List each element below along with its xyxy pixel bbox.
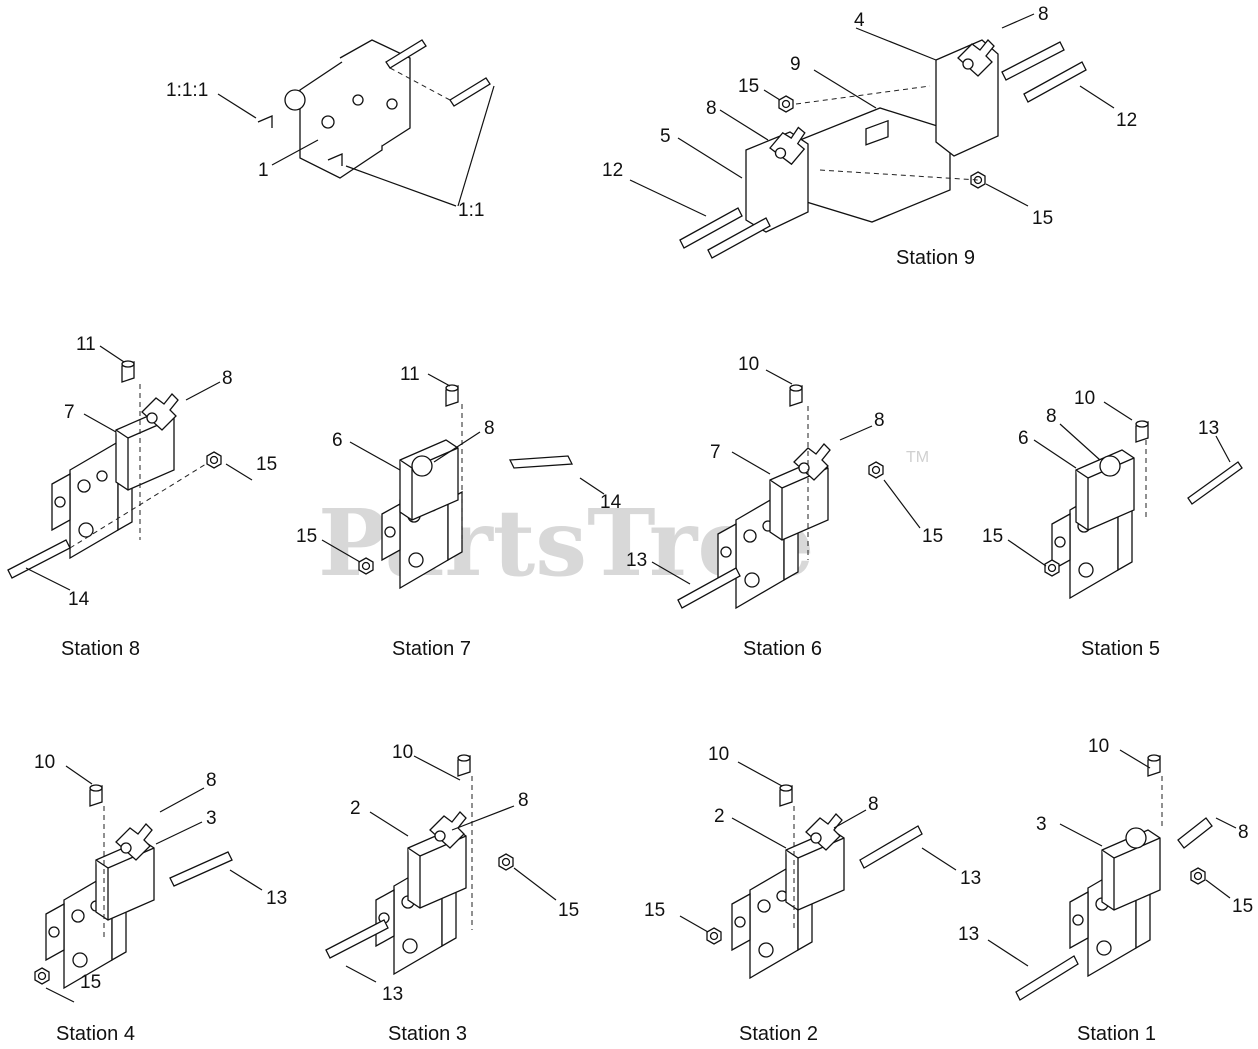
callout: 8 (484, 418, 495, 439)
callout: 15 (558, 900, 579, 921)
callout: 15 (922, 526, 943, 547)
callout: 13 (382, 984, 403, 1005)
callout: 15 (80, 972, 101, 993)
callout: 7 (64, 402, 75, 423)
callout: 8 (874, 410, 885, 431)
station-4-assembly (34, 765, 263, 1003)
station-label: Station 5 (1081, 638, 1160, 660)
callout: 15 (1032, 208, 1053, 229)
callout: 10 (1074, 388, 1095, 409)
station-label: Station 3 (388, 1023, 467, 1045)
station-label: Station 8 (61, 638, 140, 660)
callout: 8 (868, 794, 879, 815)
callout: 1:1:1 (166, 80, 208, 101)
callout: 4 (854, 10, 865, 31)
callout: 1:1 (458, 200, 484, 221)
callout: 13 (266, 888, 287, 909)
callout: 12 (602, 160, 623, 181)
callout: 10 (392, 742, 413, 763)
callout: 2 (714, 806, 725, 827)
callout: 2 (350, 798, 361, 819)
callout: 15 (982, 526, 1003, 547)
callout: 8 (222, 368, 233, 389)
callout: 13 (958, 924, 979, 945)
callout: 3 (206, 808, 217, 829)
station-6-assembly (651, 369, 921, 609)
callout: 13 (626, 550, 647, 571)
callout: 10 (738, 354, 759, 375)
callout: 11 (400, 364, 420, 385)
station-3-assembly (325, 754, 557, 983)
station-5-assembly (1007, 401, 1243, 599)
station-label: Station 9 (896, 247, 975, 269)
station-9-assembly (629, 13, 1115, 259)
callout: 14 (600, 492, 622, 513)
station-label: Station 6 (743, 638, 822, 660)
callout: 5 (660, 126, 671, 147)
callout: 8 (1046, 406, 1057, 427)
callout: 8 (518, 790, 529, 811)
callout: 13 (960, 868, 981, 889)
callout: 3 (1036, 814, 1047, 835)
callout: 15 (738, 76, 759, 97)
callout: 8 (1238, 822, 1249, 843)
watermark-trademark: TM (906, 449, 929, 466)
callout: 6 (1018, 428, 1029, 449)
callout: 11 (76, 334, 96, 355)
callout: 10 (708, 744, 729, 765)
station-2-assembly (679, 761, 957, 979)
callout: 15 (644, 900, 665, 921)
top-left-assembly (217, 39, 495, 207)
callout: 14 (68, 589, 90, 610)
callout: 10 (34, 752, 55, 773)
callout: 8 (1038, 4, 1049, 25)
callout: 1 (258, 160, 269, 181)
callout: 7 (710, 442, 721, 463)
callout: 10 (1088, 736, 1109, 757)
callout: 15 (256, 454, 277, 475)
station-label: Station 4 (56, 1023, 135, 1045)
callout: 13 (1198, 418, 1219, 439)
station-8-assembly (7, 345, 253, 591)
callout: 9 (790, 54, 801, 75)
callout: 12 (1116, 110, 1137, 131)
callout: 8 (706, 98, 717, 119)
callout: 15 (1232, 896, 1253, 917)
callout: 6 (332, 430, 343, 451)
callout: 8 (206, 770, 217, 791)
station-7-assembly (321, 373, 605, 589)
station-label: Station 1 (1077, 1023, 1156, 1045)
station-1-assembly (987, 749, 1237, 1001)
station-label: Station 2 (739, 1023, 818, 1045)
callout: 15 (296, 526, 317, 547)
station-label: Station 7 (392, 638, 471, 660)
